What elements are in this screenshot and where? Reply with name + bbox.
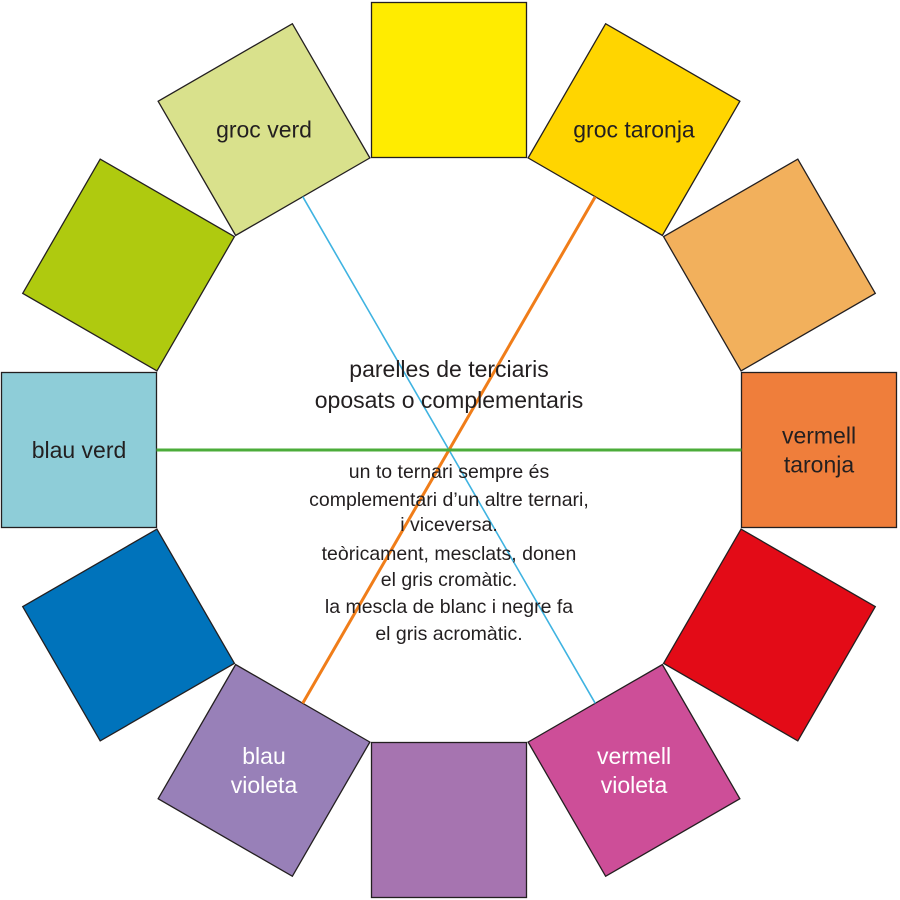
note-line-6: la mescla de blanc i negre fa bbox=[325, 596, 573, 618]
swatch-square-taronja bbox=[662, 158, 877, 372]
swatch-label-vermell-violeta-1: vermell bbox=[597, 743, 671, 769]
swatch-blau bbox=[21, 528, 236, 742]
swatch-taronja bbox=[662, 158, 877, 372]
explanation-text: un to ternari sempre és complementari d’… bbox=[309, 461, 589, 645]
swatch-label-groc-verd-1: groc verd bbox=[216, 117, 312, 143]
swatch-verd bbox=[21, 158, 236, 372]
swatch-blau-violeta: blau violeta bbox=[157, 663, 371, 878]
swatch-square-groc-verd bbox=[157, 22, 371, 237]
swatch-square-vermell-violeta bbox=[527, 663, 741, 878]
swatch-violeta bbox=[370, 741, 528, 899]
swatch-groc-taronja: groc taronja bbox=[527, 22, 741, 237]
swatch-vermell-violeta: vermell violeta bbox=[527, 663, 741, 878]
title-line-2: oposats o complementaris bbox=[315, 387, 583, 413]
swatch-square-blau-violeta bbox=[157, 663, 371, 878]
swatch-square-groc-taronja bbox=[527, 22, 741, 237]
note-line-5: el gris cromàtic. bbox=[381, 569, 518, 591]
swatch-label-vermell-taronja-2: taronja bbox=[784, 452, 855, 478]
note-line-4: teòricament, mesclats, donen bbox=[322, 543, 577, 565]
diagram-title: parelles de terciaris oposats o compleme… bbox=[315, 356, 583, 413]
swatch-label-groc-taronja-1: groc taronja bbox=[573, 117, 695, 143]
swatch-label-blau-verd-1: blau verd bbox=[32, 437, 127, 463]
note-line-7: el gris acromàtic. bbox=[375, 623, 522, 645]
swatch-square-groc bbox=[370, 1, 528, 159]
swatch-label-blau-violeta-2: violeta bbox=[231, 772, 298, 798]
swatch-vermell bbox=[662, 528, 877, 742]
swatch-vermell-taronja: vermell taronja bbox=[740, 371, 898, 529]
swatch-square-violeta bbox=[370, 741, 528, 899]
note-line-3: i viceversa. bbox=[400, 514, 498, 536]
swatch-groc bbox=[370, 1, 528, 159]
title-line-1: parelles de terciaris bbox=[349, 356, 548, 382]
swatch-square-blau bbox=[21, 528, 236, 742]
complementary-connectors bbox=[156, 195, 742, 705]
swatch-label-blau-violeta-1: blau bbox=[242, 743, 285, 769]
swatch-square-vermell-taronja bbox=[740, 371, 898, 529]
note-line-1: un to ternari sempre és bbox=[349, 461, 550, 483]
swatch-square-verd bbox=[21, 158, 236, 372]
note-line-2: complementari d’un altre ternari, bbox=[309, 489, 589, 511]
swatch-blau-verd: blau verd bbox=[0, 371, 158, 529]
swatch-groc-verd: groc verd bbox=[157, 22, 371, 237]
swatch-label-vermell-taronja-1: vermell bbox=[782, 423, 856, 449]
swatch-square-vermell bbox=[662, 528, 877, 742]
swatch-label-vermell-violeta-2: violeta bbox=[601, 772, 668, 798]
